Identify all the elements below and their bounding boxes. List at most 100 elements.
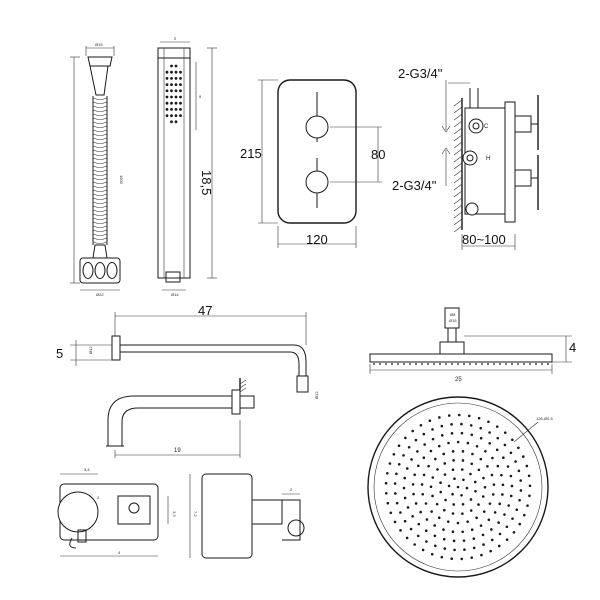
head-nozzle [519,489,523,492]
head-nozzle [431,437,435,441]
handset-nozzle [170,120,173,124]
head-nozzle [420,483,424,486]
valve-spacing-label: 80 [371,147,385,162]
hose-bottom-nut [79,257,121,284]
head-nozzle [470,433,474,437]
hose-coil [92,225,108,228]
handset-side-label: 9 [199,94,202,99]
head-nozzle [440,424,444,428]
head-nozzle [447,484,451,488]
head-side-nozzle [409,363,411,365]
head-nozzle [477,503,480,506]
head-nozzle [470,528,474,532]
head-nozzle [470,462,474,466]
head-nozzle [436,468,439,471]
bracket-round-outlet [57,491,99,533]
head-nozzle [417,464,420,468]
handset-nozzle [179,114,182,117]
head-nozzle [403,476,407,480]
arm-nut-label: Ø12 [88,346,93,354]
handset-nozzle [179,77,182,80]
head-nozzle-dots [384,413,532,561]
head-nozzle [501,493,504,496]
head-nozzle [404,436,407,440]
head-nozzle [503,513,506,516]
hose-coil [92,241,108,244]
head-nozzle [481,533,485,537]
head-nozzle [413,473,416,477]
head-nozzle [461,512,464,515]
head-nozzle [433,544,437,548]
head-nozzle [518,498,521,502]
head-nozzle [414,502,418,505]
head-side-nozzle [475,363,477,365]
handset-nozzle [165,108,169,111]
shower-head-side: Ø8 Ø15 4 25 [369,307,576,383]
head-nozzle [487,420,490,424]
hose-coil [92,201,108,204]
head-nozzle [399,529,402,532]
shower-arm: 47 5 Ø12 Ø12 [56,303,319,399]
hose-coil [92,149,108,152]
head-nozzle [452,459,455,462]
hatch-line [453,99,463,107]
head-side-nozzle [403,363,405,365]
head-nozzle [417,522,421,526]
head-swivel [439,341,465,355]
valve-top-connection-label: 2-G3/4" [398,66,443,81]
hose-coil [92,209,108,212]
cold-letter: C [484,124,489,130]
hose-coil [92,185,108,188]
spout-reach-label: 19 [174,448,181,454]
head-nozzle [465,486,469,490]
head-nozzle [482,543,485,546]
head-nozzle [506,465,510,468]
head-nozzle [467,414,471,418]
head-side-nozzle [493,363,495,365]
handset-height-label: 18,5 [199,170,214,195]
holder-back-plate [201,473,253,559]
head-nozzle [402,454,405,457]
head-nozzle [482,476,485,480]
head-face-label: 126-Ø0,5 [536,416,553,421]
arm-tip-label: Ø12 [314,391,319,399]
hose-coil [92,229,108,232]
head-face-outer [367,396,549,578]
head-side-nozzle [451,363,453,365]
hose-coil [92,121,108,124]
head-nozzle [456,521,460,525]
handset-nozzle [174,114,178,117]
head-nozzle [431,476,435,479]
head-nozzle [461,450,465,453]
head-side-nozzle [457,363,459,365]
head-nozzle [442,508,446,512]
head-side-nozzle [373,363,375,365]
head-nozzle [416,450,419,453]
head-nozzle [405,536,409,540]
head-nozzle [397,462,401,466]
head-nozzle [395,472,398,476]
head-side-nozzle [445,363,447,365]
head-nozzle [451,512,455,515]
hose-top-width-label: Ø15 [95,42,103,47]
head-nozzle [451,450,455,453]
hose-coil [92,105,108,108]
head-nozzle [443,473,447,476]
valve-depth-label: 80~100 [462,232,506,247]
head-nozzle [503,443,507,447]
head-nozzle [456,485,460,489]
head-nozzle [424,529,428,533]
handset-nozzle [179,83,182,86]
handset-nozzle [165,114,169,117]
head-nozzle [461,502,465,506]
head-nozzle [414,438,418,442]
head-side-label: Ø15 [449,318,457,323]
head-nozzle [438,416,441,419]
hot-letter: H [486,156,490,162]
head-nozzle [497,521,500,524]
hose-coil [92,97,108,100]
head-nozzle [393,520,397,524]
head-nozzle [437,444,441,448]
head-nozzle [411,483,415,486]
